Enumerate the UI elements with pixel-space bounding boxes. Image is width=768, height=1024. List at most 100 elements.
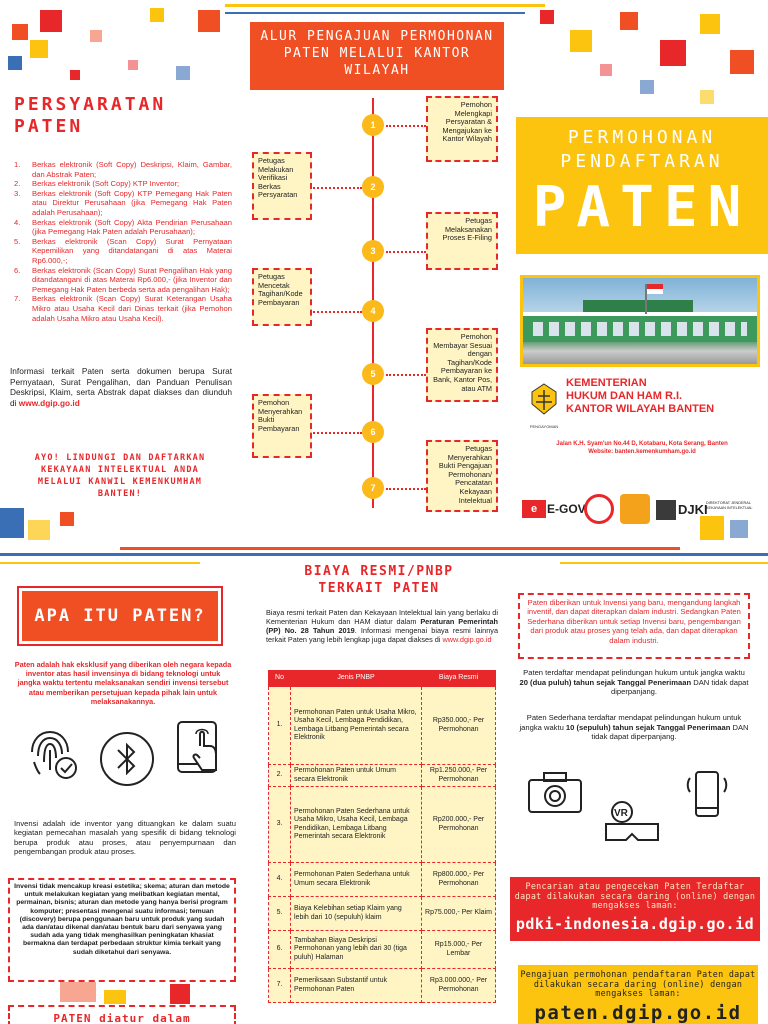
decor-pixel [700, 14, 720, 34]
decor-pixel [40, 10, 62, 32]
fees-paragraph: Biaya resmi terkait Paten dan Kekayaan I… [266, 608, 499, 644]
decor-pixel [700, 516, 724, 540]
egov-logo-icon: e [522, 500, 546, 518]
fees-table: No Jenis PNBP Biaya Resmi 1.Permohonan P… [268, 670, 496, 1003]
vr-headset-icon: VR [605, 801, 659, 841]
decor-stripe [225, 12, 525, 14]
fees-cell-no: 1. [268, 686, 291, 765]
fist-logo-icon [620, 494, 650, 524]
fees-cell-biaya: Rp3.000.000,- Per Permohonan [421, 968, 496, 1003]
fees-cell-no: 5. [268, 896, 291, 931]
fees-cell-jenis: Pemeriksaan Substantif untuk Permohonan … [290, 968, 422, 1003]
requirement-number: 6. [14, 265, 21, 275]
decor-stripe [225, 4, 545, 7]
requirement-number: 2. [14, 179, 21, 189]
decor-pixel [104, 990, 126, 1004]
decor-pixel [60, 512, 74, 526]
fees-cell-biaya: Rp200.000,- Per Permohonan [421, 786, 496, 863]
logo-caption: PENGAYOMAN [529, 424, 559, 429]
decor-pixel [730, 520, 748, 538]
egov-logo-text: E-GOV [547, 502, 586, 516]
decor-pixel [660, 40, 686, 66]
patent-criteria-box: Paten diberikan untuk Invensi yang baru,… [518, 593, 750, 659]
decor-pixel [176, 66, 190, 80]
fees-cell-jenis: Tambahan Biaya Deskripsi Permohonan yang… [290, 930, 422, 969]
col-header-no: No [268, 670, 291, 687]
col-header-jenis: Jenis PNBP [290, 670, 422, 687]
decor-pixel [90, 30, 102, 42]
requirement-text: Berkas elektronik (Soft Copy) KTP Invent… [32, 179, 180, 189]
flow-connector [386, 125, 426, 127]
seal-logo-icon [584, 494, 614, 524]
dgip-link[interactable]: www.dgip.go.id [442, 634, 492, 644]
fees-title: BIAYA RESMI/PNBP TERKAIT PATEN [304, 564, 454, 596]
requirement-item: 2. Berkas elektronik (Soft Copy) KTP Inve… [14, 179, 232, 189]
paten-link[interactable]: paten.dgip.go.id [534, 1001, 742, 1024]
smartphone-icon [686, 771, 728, 817]
flow-connector [386, 374, 426, 376]
djki-caption: DIREKTORAT JENDERAL KEKAYAAN INTELEKTUAL [706, 501, 753, 510]
decor-stripe [0, 553, 768, 556]
requirement-number: 5. [14, 236, 21, 246]
kemenkumham-logo-icon [531, 383, 557, 415]
requirement-item: 3. Berkas elektronik (Soft Copy) KTP Peme… [14, 189, 232, 218]
invention-exclusions: Invensi tidak mencakup kreasi estetika; … [8, 878, 236, 982]
decor-pixel [0, 508, 24, 538]
flow-step-box: Petugas Melakukan Verifikasi Berkas Pers… [252, 152, 312, 220]
requirements-list: 1.Berkas elektronik (Soft Copy) Deskrips… [14, 160, 232, 323]
requirement-number: 3. [14, 188, 21, 198]
fees-table-row: 6.Tambahan Biaya Deskripsi Permohonan ya… [268, 930, 496, 969]
djki-emblem-icon [656, 500, 676, 520]
search-info-box: Pencarian atau pengecekan Paten Terdafta… [510, 877, 760, 941]
flow-step-number: 5 [362, 363, 384, 385]
flow-connector [310, 311, 362, 313]
decor-pixel [60, 982, 96, 1002]
flow-step-box: Petugas Melaksanakan Proses E-Filing [426, 212, 498, 270]
ministry-name: KEMENTERIAN HUKUM DAN HAM R.I. KANTOR WI… [566, 377, 715, 415]
decor-pixel [70, 70, 80, 80]
flow-connector [310, 432, 362, 434]
decor-pixel [700, 90, 714, 104]
flow-step-box: Pemohon Membayar Sesuai dengan Tagihan/K… [426, 328, 498, 402]
fees-table-row: 2.Permohonan Paten untuk Umum secara Ele… [268, 764, 496, 787]
fees-cell-no: 4. [268, 862, 291, 897]
cover-title: PATEN [532, 175, 752, 240]
requirement-item: 6. Berkas elektronik (Scan Copy) Surat Pe… [14, 266, 232, 295]
requirement-text: Berkas elektronik (Soft Copy) KTP Pemega… [32, 188, 232, 217]
pdki-link[interactable]: pdki-indonesia.dgip.go.id [515, 914, 755, 933]
invention-definition: Invensi adalah ide inventor yang dituang… [14, 819, 236, 857]
fees-cell-jenis: Permohonan Paten untuk Umum secara Elekt… [290, 764, 422, 787]
decor-pixel [540, 10, 554, 24]
requirement-number: 7. [14, 294, 21, 304]
fees-cell-biaya: Rp800.000,- Per Permohonan [421, 862, 496, 897]
decor-stripe [0, 562, 200, 564]
requirement-text: Berkas elektronik (Soft Copy) Akta Pendi… [32, 217, 232, 237]
flow-step-number: 2 [362, 176, 384, 198]
fees-cell-jenis: Permohonan Paten Sederhana untuk Usaha M… [290, 786, 422, 863]
decor-stripe [560, 562, 768, 564]
fees-table-row: 7.Pemeriksaan Substantif untuk Permohona… [268, 968, 496, 1003]
decor-pixel [128, 60, 138, 70]
cover-subtitle: PERMOHONAN PENDAFTARAN [560, 127, 724, 172]
fees-table-header: No Jenis PNBP Biaya Resmi [268, 670, 496, 687]
decor-pixel [730, 50, 754, 74]
flow-step-number: 1 [362, 114, 384, 136]
fees-cell-jenis: Permohonan Paten Sederhana untuk Umum se… [290, 862, 422, 897]
fees-cell-no: 6. [268, 930, 291, 969]
requirement-item: 5.Berkas elektronik (Scan Copy) Surat Pe… [14, 237, 232, 266]
dgip-link[interactable]: www.dgip.go.id [18, 397, 80, 408]
fees-cell-biaya: Rp15.000,- Per Lembar [421, 930, 496, 969]
office-address: Jalan K.H. Syam'un No.44 D, Kotabaru, Ko… [556, 441, 728, 455]
flow-step-number: 3 [362, 240, 384, 262]
flow-step-box: Pemohon Melengkapi Persyaratan & Mengaju… [426, 96, 498, 162]
patent-definition: Paten adalah hak eksklusif yang diberika… [14, 660, 232, 706]
decor-pixel [620, 12, 638, 30]
requirement-item: 4.Berkas elektronik (Soft Copy) Akta Pen… [14, 218, 232, 237]
office-building-photo [520, 275, 760, 367]
fees-cell-jenis: Permohonan Paten untuk Usaha Mikro, Usah… [290, 686, 422, 765]
decor-pixel [12, 24, 28, 40]
requirement-text: Berkas elektronik (Scan Copy) Surat Peng… [32, 265, 232, 294]
decor-pixel [8, 56, 22, 70]
fees-cell-no: 2. [268, 764, 291, 787]
flow-title: ALUR PENGAJUAN PERMOHONAN PATEN MELALUI … [250, 22, 504, 90]
